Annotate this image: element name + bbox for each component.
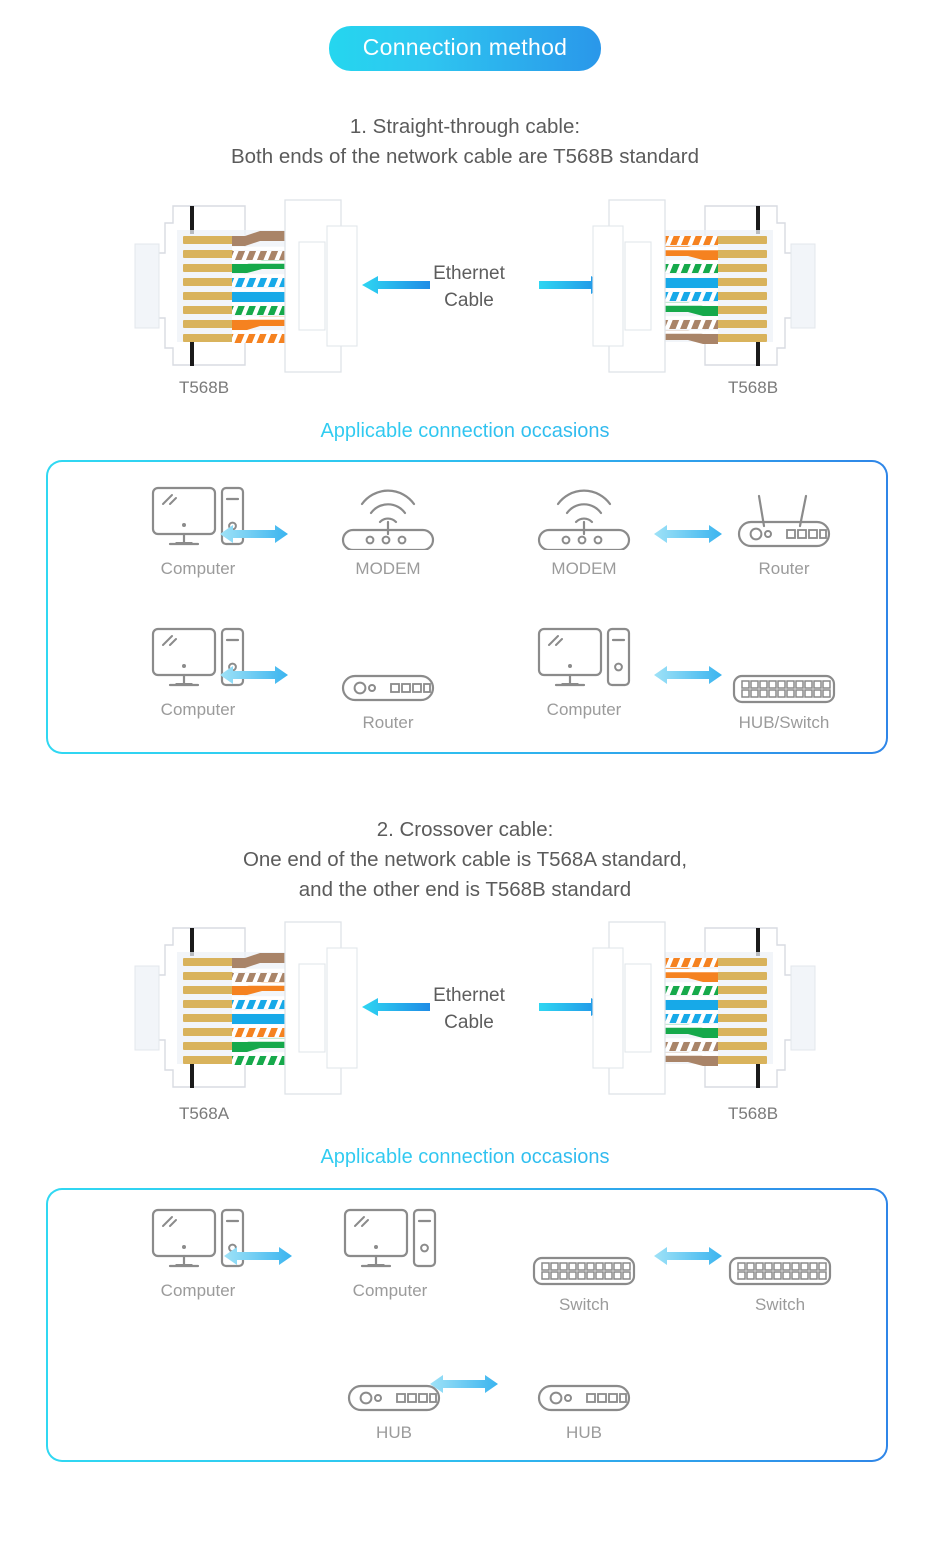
occasion-2-3-left: HUB — [304, 1348, 484, 1443]
ethernet-cable-line1: Ethernet — [433, 985, 505, 1006]
ethernet-cable-line2: Cable — [444, 290, 494, 311]
double-arrow-icon — [654, 525, 722, 543]
section-1-heading: 1. Straight-through cable: Both ends of … — [0, 112, 930, 172]
computer-icon — [108, 1206, 288, 1272]
switch-icon — [694, 638, 874, 704]
cable-arrow-right-2 — [539, 998, 607, 1016]
section-1-right-connector — [590, 198, 855, 373]
page-header: Connection method — [0, 26, 930, 72]
occasion-1-1-left-label: Computer — [160, 559, 236, 578]
occasion-2-3-right-label: HUB — [566, 1423, 602, 1442]
occasion-1-4-right-label: HUB/Switch — [738, 713, 830, 732]
occasion-2-2-left: Switch — [494, 1220, 674, 1315]
occasion-2-2-left-label: Switch — [558, 1295, 610, 1314]
section-2-occasions-box: Computer Co — [46, 1188, 888, 1462]
occasion-1-4-right: HUB/Switch — [694, 638, 874, 733]
computer-icon — [108, 625, 288, 691]
cable-arrow-left-2 — [362, 998, 430, 1016]
occasion-1-1-right-label: MODEM — [355, 559, 421, 578]
section-1-applicable-label: Applicable connection occasions — [0, 420, 930, 443]
section-2-applicable-label: Applicable connection occasions — [0, 1146, 930, 1169]
occasion-2-1-right-label: Computer — [352, 1281, 428, 1300]
occasion-2-2-right-label: Switch — [754, 1295, 806, 1314]
router-icon — [298, 638, 478, 704]
double-arrow-icon — [224, 1247, 292, 1265]
section-2-right-connector — [590, 920, 855, 1095]
cable-arrow-left-1 — [362, 276, 430, 294]
occasion-1-1-left: Computer — [108, 484, 288, 579]
occasion-2-1-left: Computer — [108, 1206, 288, 1301]
computer-icon — [494, 625, 674, 691]
occasion-1-3-left-label: Computer — [160, 700, 236, 719]
modem-icon — [298, 484, 478, 550]
page-title: Connection method — [328, 26, 602, 72]
switch-icon — [494, 1220, 674, 1286]
occasion-2-2-right: Switch — [690, 1220, 870, 1315]
occasion-1-2-right: Router — [694, 484, 874, 579]
occasion-2-1-right: Computer — [300, 1206, 480, 1301]
hub-icon — [304, 1348, 484, 1414]
occasion-1-4-left-label: Computer — [546, 700, 622, 719]
section-1-left-connector-label: T568B — [178, 378, 230, 397]
section-1-left-connector — [95, 198, 360, 373]
occasion-2-1-left-label: Computer — [160, 1281, 236, 1300]
double-arrow-icon — [220, 666, 288, 684]
section-2-heading-line1: 2. Crossover cable: — [376, 818, 554, 841]
occasion-2-3-left-label: HUB — [376, 1423, 412, 1442]
switch-icon — [690, 1220, 870, 1286]
double-arrow-icon — [654, 1247, 722, 1265]
section-2-right-connector-label: T568B — [727, 1104, 779, 1123]
section-2-heading-line3: and the other end is T568B standard — [298, 878, 632, 901]
computer-icon — [108, 484, 288, 550]
section-2-left-connector — [95, 920, 360, 1095]
ethernet-cable-line2: Cable — [444, 1012, 494, 1033]
occasion-1-3-left: Computer — [108, 625, 288, 720]
occasion-1-3-right-label: Router — [362, 713, 414, 732]
section-1-occasions-box: Computer — [46, 460, 888, 754]
occasion-1-2-left-label: MODEM — [551, 559, 617, 578]
computer-icon — [300, 1206, 480, 1272]
modem-icon — [494, 484, 674, 550]
ethernet-cable-label-2: Ethernet Cable — [389, 982, 549, 1036]
occasion-1-2-right-label: Router — [758, 559, 810, 578]
cable-arrow-right-1 — [539, 276, 607, 294]
double-arrow-icon — [220, 525, 288, 543]
section-1-heading-line1: 1. Straight-through cable: — [349, 115, 581, 138]
section-1-heading-line2: Both ends of the network cable are T568B… — [230, 145, 699, 168]
section-2-left-connector-label: T568A — [178, 1104, 230, 1123]
double-arrow-icon — [654, 666, 722, 684]
occasion-2-3-right: HUB — [494, 1348, 674, 1443]
section-1-right-connector-label: T568B — [727, 378, 779, 397]
ethernet-cable-line1: Ethernet — [433, 263, 505, 284]
section-2-heading: 2. Crossover cable: One end of the netwo… — [0, 815, 930, 905]
occasion-1-2-left: MODEM — [494, 484, 674, 579]
occasion-1-1-right: MODEM — [298, 484, 478, 579]
router-icon — [694, 484, 874, 550]
occasion-1-3-right: Router — [298, 638, 478, 733]
double-arrow-icon — [430, 1375, 498, 1393]
occasion-1-4-left: Computer — [494, 625, 674, 720]
section-2-heading-line2: One end of the network cable is T568A st… — [242, 848, 688, 871]
ethernet-cable-label-1: Ethernet Cable — [389, 260, 549, 314]
hub-icon — [494, 1348, 674, 1414]
